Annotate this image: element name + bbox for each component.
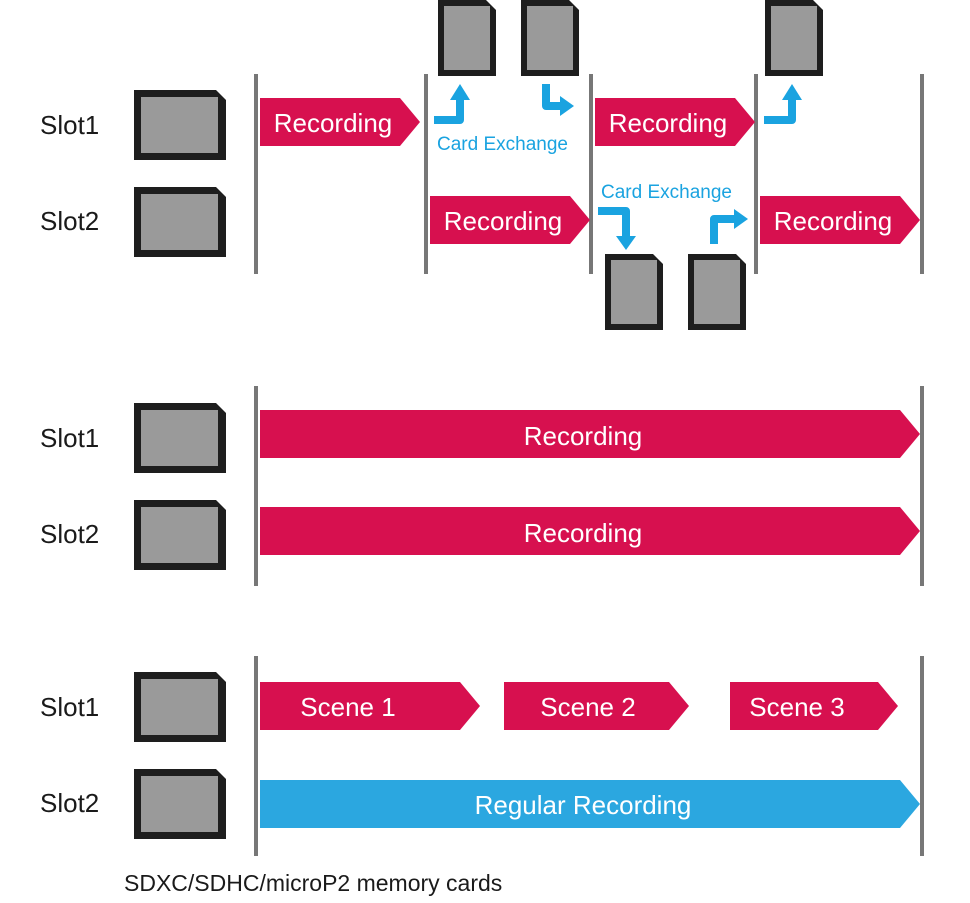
slot1-card-icon <box>134 403 226 473</box>
ejected-card-icon <box>765 0 823 76</box>
inserted-card-icon <box>605 254 663 330</box>
timeline-divider <box>424 74 428 274</box>
slot2-card-icon <box>134 769 226 839</box>
inserted-card-icon <box>521 0 579 76</box>
bar-label: Scene 2 <box>540 692 635 722</box>
bar-label: Scene 1 <box>300 692 395 722</box>
slot1-label: Slot1 <box>40 110 99 140</box>
bar-label: Recording <box>524 518 643 548</box>
timeline-divider <box>254 74 258 274</box>
scene-bar <box>260 682 480 730</box>
bar-label: Recording <box>444 206 563 236</box>
bar-label: Recording <box>524 421 643 451</box>
caption: SDXC/SDHC/microP2 memory cards <box>124 870 503 896</box>
ejected-card-icon <box>438 0 496 76</box>
bar-label: Scene 3 <box>749 692 844 722</box>
recording-bar <box>760 196 920 244</box>
timeline-divider <box>589 74 593 274</box>
card-in-arrow-icon <box>542 84 562 110</box>
timeline-divider <box>920 74 924 274</box>
recording-bar <box>260 410 920 458</box>
card-exchange-label: Card Exchange <box>601 182 732 203</box>
timeline-divider <box>254 386 258 586</box>
recording-bar <box>595 98 755 146</box>
timeline-divider <box>754 74 758 274</box>
regular-recording-bar <box>260 780 920 828</box>
recording-bar <box>260 507 920 555</box>
slot2-card-icon <box>134 187 226 257</box>
recording-bar <box>260 98 420 146</box>
timeline-divider <box>254 656 258 856</box>
card-out-arrow-icon <box>710 215 734 244</box>
timeline-divider <box>920 386 924 586</box>
timeline-divider <box>920 656 924 856</box>
card-in-arrow-icon <box>598 207 630 236</box>
bar-label: Recording <box>609 108 728 138</box>
slot2-label: Slot2 <box>40 206 99 236</box>
slot1-card-icon <box>134 90 226 160</box>
bar-label: Recording <box>274 108 393 138</box>
scene-bar <box>504 682 689 730</box>
slot2-label: Slot2 <box>40 519 99 549</box>
section-relay: Slot1 Slot2 Recording Recording Recordin… <box>40 0 924 330</box>
bar-label: Regular Recording <box>475 790 692 820</box>
slot2-card-icon <box>134 500 226 570</box>
scene-bar <box>730 682 898 730</box>
slot1-label: Slot1 <box>40 423 99 453</box>
card-out-arrow-icon <box>764 100 796 124</box>
card-exchange-label: Card Exchange <box>437 134 568 155</box>
section-simultaneous: Slot1 Slot2 Recording Recording <box>40 386 924 586</box>
slot2-label: Slot2 <box>40 788 99 818</box>
ejected-card-icon <box>688 254 746 330</box>
section-background: Slot1 Slot2 Scene 1 Scene 2 Scene 3 Regu… <box>40 656 924 856</box>
bar-label: Recording <box>774 206 893 236</box>
slot1-label: Slot1 <box>40 692 99 722</box>
recording-bar <box>430 196 590 244</box>
card-out-arrow-icon <box>434 100 464 124</box>
slot1-card-icon <box>134 672 226 742</box>
